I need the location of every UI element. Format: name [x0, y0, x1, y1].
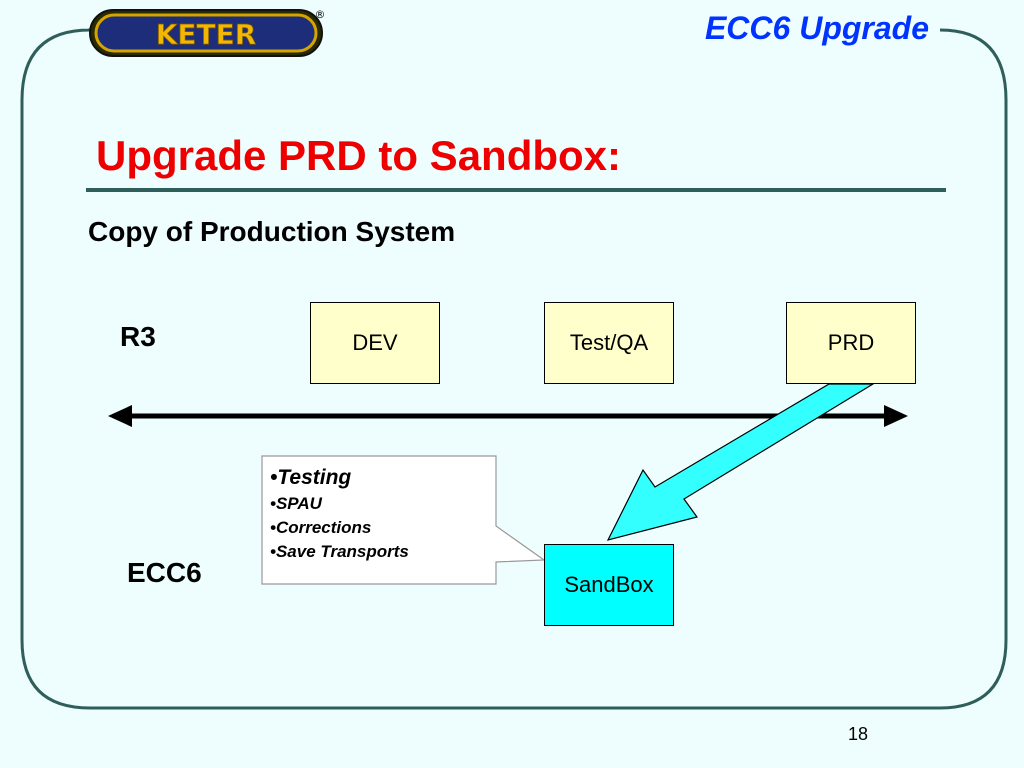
callout-box	[261, 455, 546, 585]
callout: •Testing •SPAU •Corrections •Save Transp…	[270, 464, 494, 564]
system-box-dev: DEV	[310, 302, 440, 384]
system-box-sandbox: SandBox	[544, 544, 674, 626]
frame-border	[20, 28, 1008, 710]
callout-item-spau: •SPAU	[270, 494, 322, 513]
bullet: •	[270, 466, 278, 489]
slide-title: Upgrade PRD to Sandbox:	[96, 132, 622, 179]
callout-item-corrections: •Corrections	[270, 518, 372, 537]
logo-text: KETER	[156, 18, 257, 51]
callout-item-save-transports: •Save Transports	[270, 542, 409, 561]
timeline-arrowhead-right	[884, 405, 908, 427]
timeline-arrowhead-left	[108, 405, 132, 427]
registered-mark: ®	[315, 8, 326, 21]
system-label-dev: DEV	[352, 330, 398, 355]
page-number: 18	[847, 724, 868, 744]
callout-item-testing: •Testing	[270, 466, 352, 489]
bullet: •	[270, 542, 276, 561]
row-label-r3: R3	[120, 321, 156, 352]
system-box-test-qa: Test/QA	[544, 302, 674, 384]
bullet: •	[270, 518, 276, 537]
system-label-sandbox: SandBox	[564, 572, 654, 597]
callout-list: •Testing •SPAU •Corrections •Save Transp…	[270, 464, 494, 564]
row-label-ecc6: ECC6	[127, 557, 202, 588]
slide-subtitle: Copy of Production System	[88, 216, 456, 247]
system-label-test-qa: Test/QA	[569, 330, 649, 355]
copy-arrow	[606, 383, 876, 541]
header-title: ECC6 Upgrade	[640, 10, 933, 47]
bullet: •	[270, 494, 276, 513]
system-label-prd: PRD	[827, 330, 875, 355]
keter-logo: KETER ®	[89, 8, 326, 57]
system-box-prd: PRD	[786, 302, 916, 384]
